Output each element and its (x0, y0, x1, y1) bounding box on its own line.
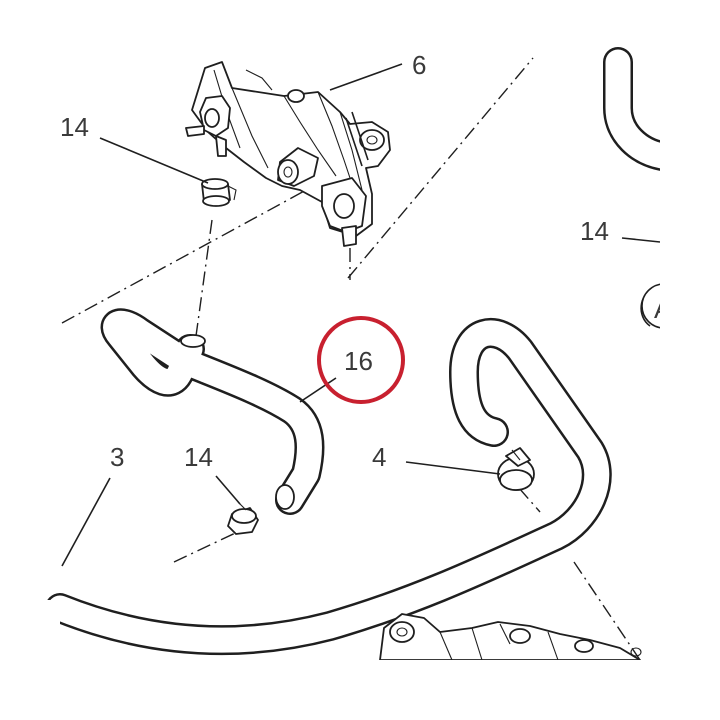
callout-6: 6 (412, 50, 426, 80)
hose-3 (0, 318, 612, 660)
leader-14-top-left (99, 137, 209, 184)
leader-14-bottom (215, 475, 241, 505)
callout-16: 16 (344, 346, 373, 376)
centerline-clamp-bottom (173, 527, 247, 563)
leader-3 (61, 477, 111, 567)
engine-fragment (379, 613, 642, 661)
centerline-lower-right (573, 561, 641, 661)
centerline-clamp-top (195, 219, 213, 337)
centerline-right (347, 57, 534, 279)
leader-16 (299, 377, 337, 403)
callout-14-right: 14 (580, 216, 609, 246)
callout-3: 3 (110, 442, 124, 472)
centerline-left (61, 176, 331, 324)
clamp-4 (497, 447, 535, 491)
bracket-valve-assembly (185, 61, 391, 247)
clamp-bottom (227, 501, 259, 535)
leader-6 (329, 63, 403, 91)
clamp-top (201, 178, 237, 207)
leader-4 (405, 461, 501, 475)
callout-14-bottom: 14 (184, 442, 213, 472)
centerline-clamp-4 (518, 487, 541, 513)
hose-16 (101, 308, 325, 515)
highlight-circle (317, 316, 405, 404)
callout-14-top-left: 14 (60, 112, 89, 142)
callout-4: 4 (372, 442, 386, 472)
reference-a-marker: A (641, 280, 720, 340)
